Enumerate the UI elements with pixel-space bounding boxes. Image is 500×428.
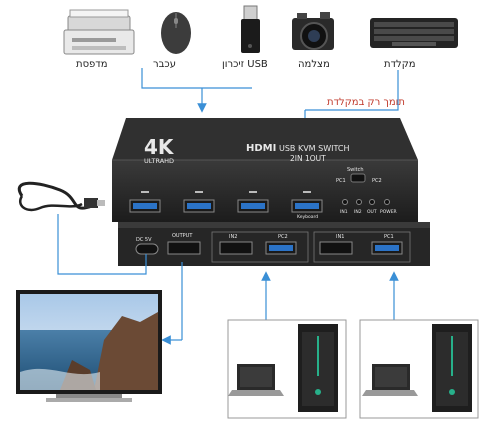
front-usb-port[interactable]	[237, 199, 269, 213]
front-usb-port[interactable]	[129, 199, 161, 213]
printer-label: מדפסת	[76, 59, 108, 70]
mouse-icon	[161, 12, 191, 54]
pc-select-button[interactable]	[350, 173, 366, 183]
indicator-power	[384, 199, 390, 205]
front-usb-port[interactable]	[183, 199, 215, 213]
switch-pc2-label: PC2	[372, 178, 382, 184]
indicator-in1-label: IN1	[340, 209, 348, 215]
pc-tower-icon	[298, 324, 338, 412]
indicator-out-label: OUT	[367, 209, 377, 215]
hdmi-output-port[interactable]	[167, 241, 201, 255]
switch-label: Switch	[347, 167, 364, 173]
usb-label: USB זיכרון	[222, 59, 268, 70]
switch-pc1-label: PC1	[336, 178, 346, 184]
camera-label: מצלמה	[298, 59, 330, 70]
keyboard-only-note: תומך רק במקלדת	[327, 97, 405, 108]
pc2-setup	[227, 319, 347, 419]
bottom-connection-lines	[57, 214, 399, 345]
indicator-in2	[356, 199, 362, 205]
tv-monitor-icon	[16, 290, 162, 402]
pc-tower-icon	[432, 324, 472, 412]
indicator-in2-label: IN2	[354, 209, 362, 215]
kvm-switch: 4K ULTRAHD HDMI USB KVM SWITCH 2IN 1OUT …	[112, 118, 418, 222]
indicator-power-label: POWER	[380, 209, 397, 215]
usb-power-cable	[17, 181, 105, 212]
laptop-icon	[228, 364, 284, 396]
keyboard-icon	[370, 18, 458, 48]
back-pc2-label: PC2	[278, 234, 288, 240]
kvm-switch-back: DC 5V OUTPUT IN2 PC2 IN1 PC1	[118, 222, 430, 266]
brand-ultrahd: ULTRAHD	[144, 157, 174, 165]
back-in2-label: IN2	[229, 234, 237, 240]
dc-port[interactable]	[135, 243, 159, 255]
back-dc-label: DC 5V	[136, 237, 152, 243]
keyboard-usb-port[interactable]	[291, 199, 323, 213]
back-pc1-label: PC1	[384, 234, 394, 240]
keyboard-port-label: Keyboard	[297, 214, 318, 220]
mouse-label: עכבר	[153, 59, 176, 70]
hdmi-in2-port[interactable]	[219, 241, 253, 255]
usb-stick-icon	[241, 5, 260, 53]
brand-4k: 4K	[144, 135, 175, 159]
indicator-in1	[342, 199, 348, 205]
laptop-icon	[362, 364, 418, 396]
indicator-out	[369, 199, 375, 205]
back-in1-label: IN1	[336, 234, 344, 240]
brand-hdmi: HDMI	[246, 143, 276, 154]
hdmi-in1-port[interactable]	[319, 241, 353, 255]
product-config: 2IN 1OUT	[290, 154, 326, 163]
camera-icon	[292, 12, 334, 50]
back-output-label: OUTPUT	[172, 233, 193, 239]
keyboard-label: מקלדת	[384, 59, 416, 70]
product-name: USB KVM SWITCH	[279, 144, 350, 153]
printer-icon	[63, 9, 135, 55]
pc1-setup	[359, 319, 479, 419]
